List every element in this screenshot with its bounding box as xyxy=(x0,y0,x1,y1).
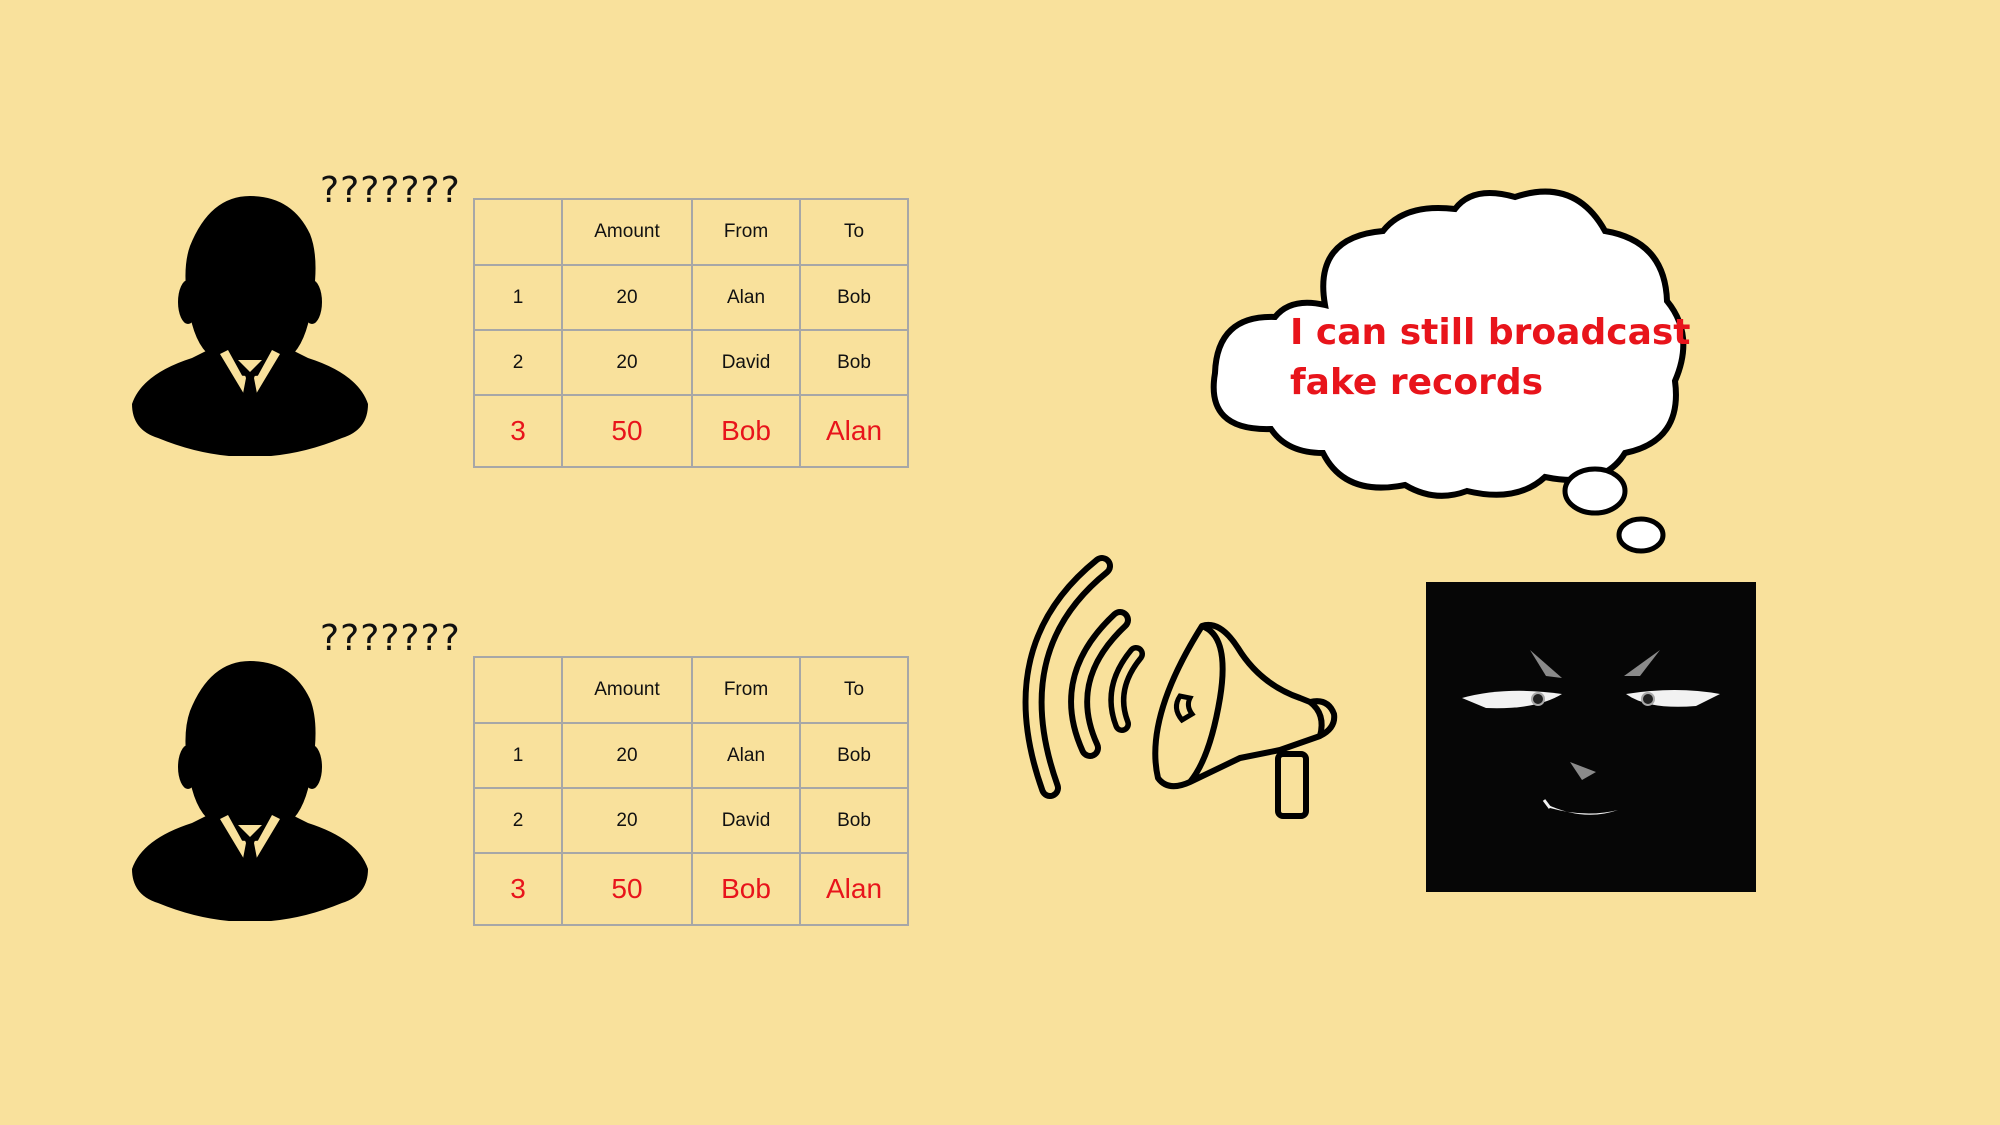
fake-cell: Alan xyxy=(799,852,909,926)
table-cell: 20 xyxy=(561,264,693,331)
thought-bubble-icon xyxy=(1205,185,1695,570)
table-header-cell: From xyxy=(691,198,801,266)
ledger-table: Amount From To 1 20 Alan Bob 2 20 David … xyxy=(473,198,909,468)
fake-cell: 3 xyxy=(473,394,563,468)
person-icon xyxy=(132,194,368,456)
megaphone-icon xyxy=(1150,618,1350,833)
table-cell: 20 xyxy=(561,329,693,396)
table-cell: 1 xyxy=(473,264,563,331)
table-row: 1 20 Alan Bob xyxy=(473,722,909,789)
table-header-cell xyxy=(473,198,563,266)
table-cell: 2 xyxy=(473,329,563,396)
table-cell: David xyxy=(691,787,801,854)
table-header-cell: From xyxy=(691,656,801,724)
ledger-table: Amount From To 1 20 Alan Bob 2 20 David … xyxy=(473,656,909,926)
fake-cell: 50 xyxy=(561,852,693,926)
fake-cell: Alan xyxy=(799,394,909,468)
table-header-cell: To xyxy=(799,198,909,266)
table-row: 2 20 David Bob xyxy=(473,329,909,396)
fake-cell: Bob xyxy=(691,394,801,468)
fake-cell: 50 xyxy=(561,394,693,468)
fake-cell: Bob xyxy=(691,852,801,926)
table-cell: 20 xyxy=(561,722,693,789)
table-header-row: Amount From To xyxy=(473,198,909,266)
table-cell: David xyxy=(691,329,801,396)
evil-face-icon xyxy=(1426,582,1756,892)
table-cell: Bob xyxy=(799,722,909,789)
table-row: 2 20 David Bob xyxy=(473,787,909,854)
table-cell: 1 xyxy=(473,722,563,789)
table-cell: Alan xyxy=(691,264,801,331)
table-cell: Bob xyxy=(799,787,909,854)
sound-waves-icon xyxy=(1010,548,1150,823)
fake-cell: 3 xyxy=(473,852,563,926)
person-icon xyxy=(132,659,368,921)
table-header-cell: Amount xyxy=(561,198,693,266)
table-cell: Bob xyxy=(799,264,909,331)
table-cell: 20 xyxy=(561,787,693,854)
table-header-cell: Amount xyxy=(561,656,693,724)
thought-line: fake records xyxy=(1290,362,1544,403)
fake-record-row: 3 50 Bob Alan xyxy=(473,394,909,468)
table-row: 1 20 Alan Bob xyxy=(473,264,909,331)
fake-record-row: 3 50 Bob Alan xyxy=(473,852,909,926)
thought-text: I can still broadcast fake records xyxy=(1290,308,1691,408)
thought-line: I can still broadcast xyxy=(1290,312,1691,353)
table-header-row: Amount From To xyxy=(473,656,909,724)
table-cell: Alan xyxy=(691,722,801,789)
table-cell: Bob xyxy=(799,329,909,396)
table-header-cell xyxy=(473,656,563,724)
question-marks: ??????? xyxy=(320,170,461,211)
table-header-cell: To xyxy=(799,656,909,724)
table-cell: 2 xyxy=(473,787,563,854)
question-marks: ??????? xyxy=(320,618,461,659)
